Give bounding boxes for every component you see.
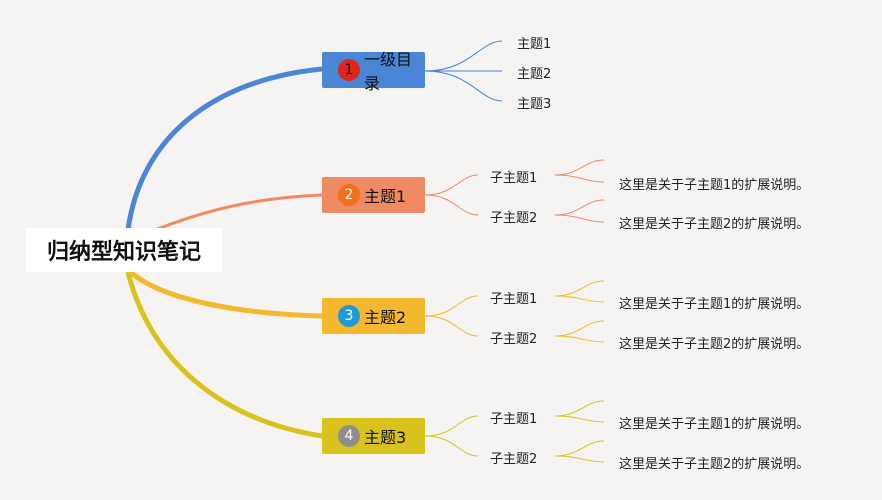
branch-3-badge: 3: [338, 305, 360, 327]
branch-4-note-1[interactable]: 这里是关于子主题1的扩展说明。: [619, 417, 810, 432]
branch-2-note-1[interactable]: 这里是关于子主题1的扩展说明。: [619, 178, 810, 193]
main-branch-curve-1: [125, 66, 323, 231]
branch-2-note-2[interactable]: 这里是关于子主题2的扩展说明。: [619, 217, 810, 232]
branch-2-label: 主题1: [364, 187, 407, 206]
branch-3-note-1[interactable]: 这里是关于子主题1的扩展说明。: [619, 297, 810, 312]
branch-4-links: [424, 400, 605, 463]
branch-1-links: [424, 40, 503, 102]
branch-3-subtopic-1[interactable]: 子主题1: [490, 292, 538, 307]
branch-4-label: 主题3: [364, 428, 407, 447]
branch-4[interactable]: 4 主题3: [322, 418, 425, 454]
branch-4-note-2[interactable]: 这里是关于子主题2的扩展说明。: [619, 457, 810, 472]
branch-3-subtopic-2[interactable]: 子主题2: [490, 332, 538, 347]
main-branch-curve-4: [125, 271, 323, 439]
branch-4-badge: 4: [338, 425, 360, 447]
main-branch-curve-3: [126, 268, 323, 319]
branch-3[interactable]: 3 主题2: [322, 298, 425, 334]
root-topic[interactable]: 归纳型知识笔记: [26, 228, 222, 272]
branch-3-note-2[interactable]: 这里是关于子主题2的扩展说明。: [619, 337, 810, 352]
branch-1[interactable]: 1 一级目录: [322, 50, 425, 93]
branch-4-subtopic-2[interactable]: 子主题2: [490, 452, 538, 467]
root-title: 归纳型知识笔记: [46, 240, 201, 265]
branch-1-topic-1[interactable]: 主题1: [517, 37, 552, 52]
main-branch-curve-2: [149, 193, 323, 234]
branch-1-topic-2[interactable]: 主题2: [517, 67, 552, 82]
branch-1-badge: 1: [338, 59, 360, 81]
branch-2[interactable]: 2 主题1: [322, 177, 425, 213]
branch-1-topic-3[interactable]: 主题3: [517, 97, 552, 112]
branch-4-subtopic-1[interactable]: 子主题1: [490, 412, 538, 427]
branch-2-subtopic-1[interactable]: 子主题1: [490, 171, 538, 186]
branch-2-subtopic-2[interactable]: 子主题2: [490, 211, 538, 226]
branch-2-links: [424, 159, 605, 223]
branch-2-badge: 2: [338, 184, 360, 206]
branch-3-label: 主题2: [364, 308, 407, 327]
branch-1-label: 一级目录: [364, 50, 413, 93]
branch-3-links: [424, 280, 605, 343]
